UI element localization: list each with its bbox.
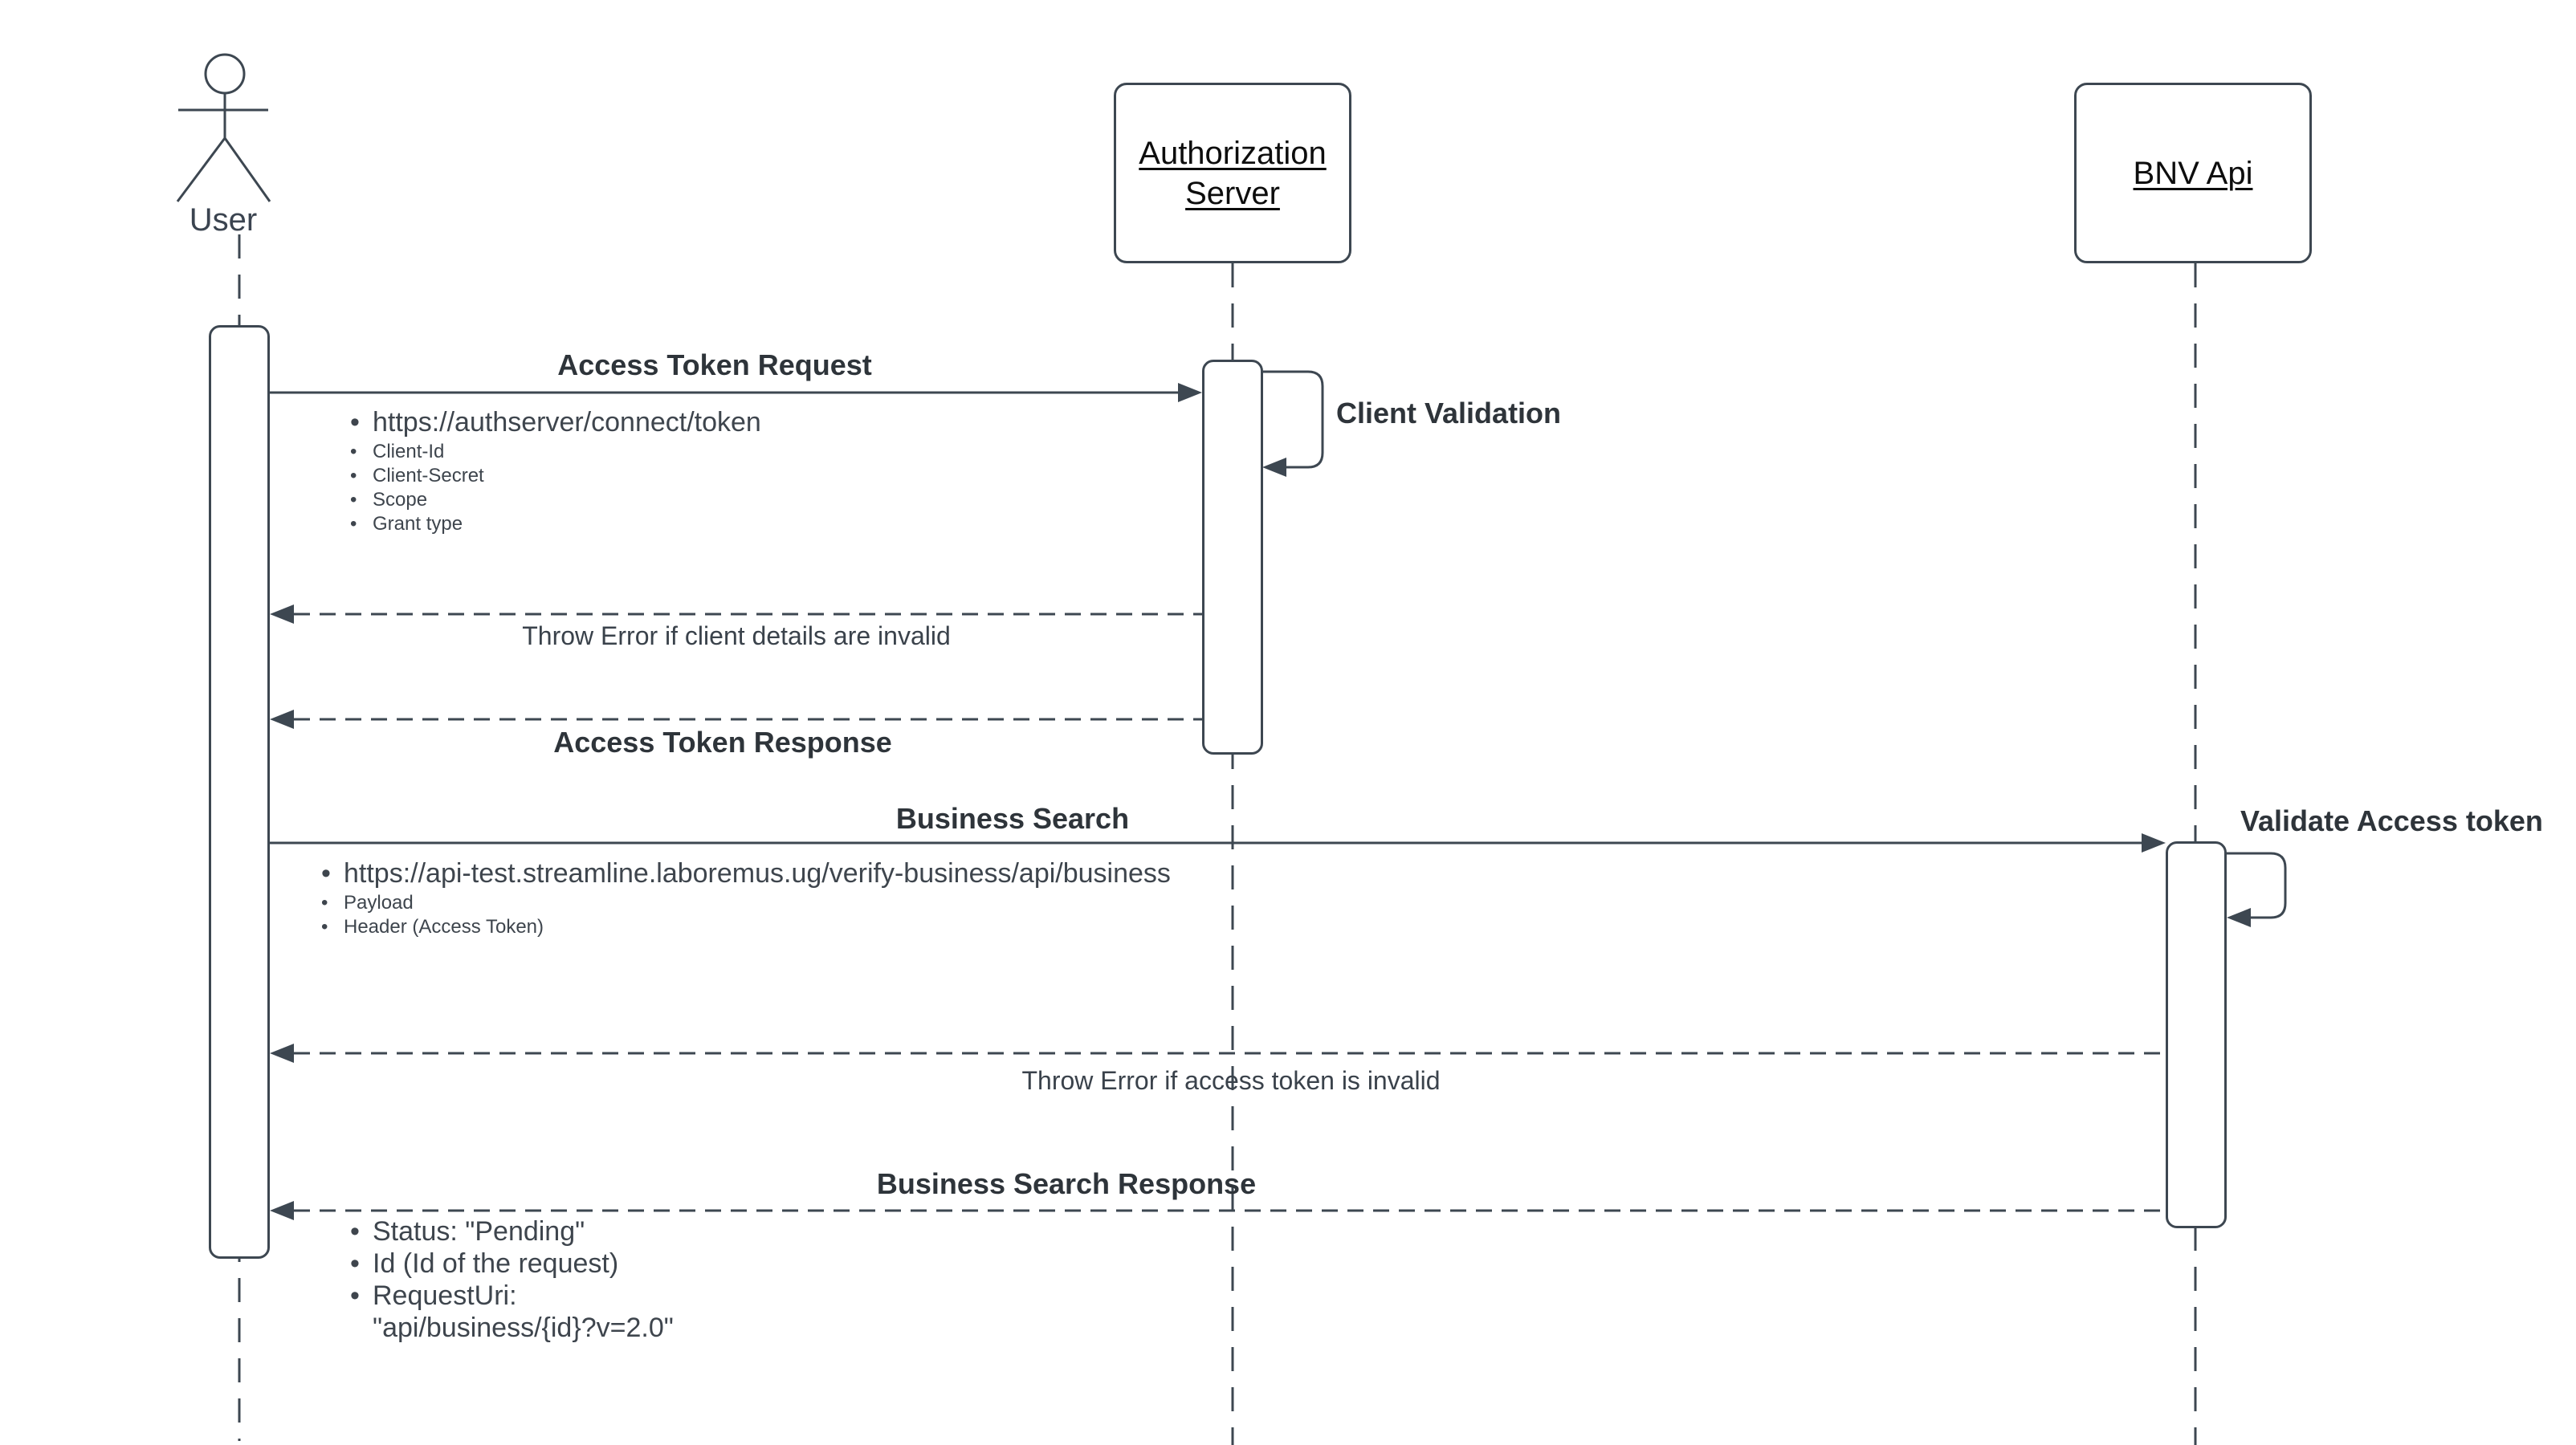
arrow-access-token-response: [270, 710, 1202, 729]
actor-label-user: User: [189, 202, 258, 238]
arrowhead-left-icon: [270, 604, 294, 624]
bnv-api-activation-bar: [2166, 841, 2227, 1228]
arrowhead-left-icon: [270, 1044, 294, 1063]
arrowhead-left-icon: [2227, 908, 2251, 927]
actor-left-leg: [176, 137, 226, 202]
arrow-throw-error-client: [270, 604, 1202, 624]
message-label-business-search-response: Business Search Response: [876, 1167, 1257, 1200]
note-item: Client-Id: [348, 440, 761, 464]
message-label-business-search: Business Search: [895, 802, 1130, 835]
note-item: https://authserver/connect/token: [348, 405, 761, 440]
arrow-access-token-request: [270, 383, 1202, 402]
participant-label-authorization-server: Authorization Server: [1139, 135, 1327, 211]
message-label-validate-access-token: Validate Access token: [2240, 804, 2543, 837]
note-item: Scope: [348, 488, 761, 512]
note-business-search-details: https://api-test.streamline.laboremus.ug…: [320, 856, 1171, 939]
auth-server-activation-bar: [1202, 360, 1263, 755]
note-item: Id (Id of the request): [348, 1248, 674, 1280]
note-item: Status: "Pending": [348, 1215, 674, 1248]
note-business-search-response-details: Status: "Pending" Id (Id of the request)…: [348, 1215, 674, 1344]
note-item: Grant type: [348, 512, 761, 536]
note-item: https://api-test.streamline.laboremus.ug…: [320, 856, 1171, 891]
self-loop-client-validation: [1262, 370, 1324, 477]
message-label-throw-error-client: Throw Error if client details are invali…: [522, 621, 951, 650]
note-item: Payload: [320, 891, 1171, 915]
message-label-client-validation: Client Validation: [1336, 397, 1562, 429]
participant-label-bnv-api: BNV Api: [2133, 155, 2253, 191]
self-loop-validate-access-token: [2227, 852, 2287, 927]
participant-box-bnv-api: BNV Api: [2074, 83, 2312, 263]
message-label-access-token-response: Access Token Response: [553, 726, 892, 759]
arrowhead-right-icon: [1178, 383, 1202, 402]
user-activation-bar: [209, 325, 270, 1259]
message-label-access-token-request: Access Token Request: [557, 348, 872, 381]
arrowhead-right-icon: [2142, 833, 2166, 853]
arrowhead-left-icon: [270, 1201, 294, 1220]
user-actor-figure: [176, 53, 271, 202]
arrow-business-search-response: [270, 1201, 2166, 1220]
note-token-request-details: https://authserver/connect/token Client-…: [348, 405, 761, 536]
actor-right-leg: [223, 137, 271, 202]
arrowhead-left-icon: [270, 710, 294, 729]
arrow-throw-error-token: [270, 1044, 2166, 1063]
message-label-throw-error-token: Throw Error if access token is invalid: [1021, 1066, 1441, 1095]
participant-box-authorization-server: Authorization Server: [1114, 83, 1351, 263]
note-item: Client-Secret: [348, 464, 761, 488]
actor-head: [204, 53, 246, 95]
note-item-continuation: "api/business/{id}?v=2.0": [373, 1313, 674, 1343]
arrowhead-left-icon: [1262, 458, 1286, 477]
note-item: Header (Access Token): [320, 915, 1171, 939]
note-item: RequestUri:: [348, 1280, 674, 1312]
arrow-business-search: [270, 833, 2166, 853]
